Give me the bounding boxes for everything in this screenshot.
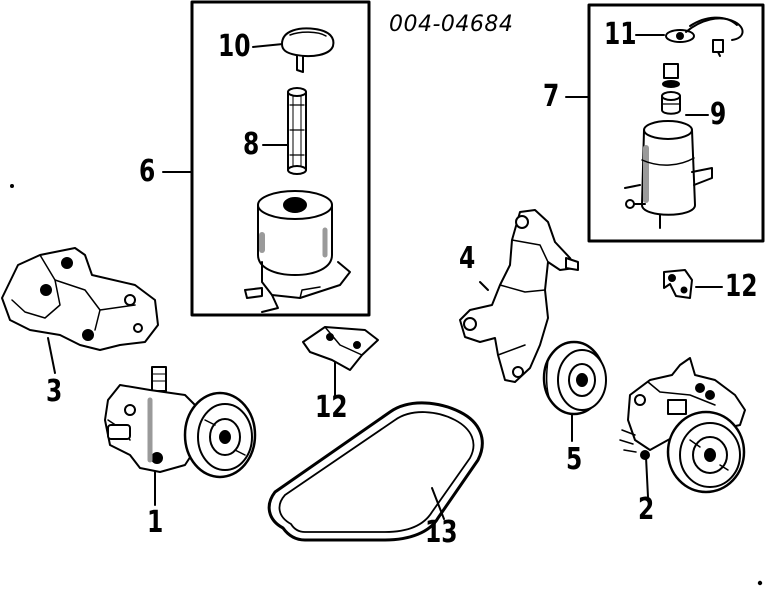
drive-belt xyxy=(267,401,484,542)
reservoir-strainer xyxy=(287,87,307,175)
callout-3: 3 xyxy=(46,374,63,409)
control-valve-body xyxy=(624,120,713,229)
leader-lines xyxy=(47,34,723,520)
callout-5: 5 xyxy=(566,442,583,477)
idler-pulley xyxy=(542,340,607,416)
pump-mounting-bracket xyxy=(1,247,159,351)
adjusting-bracket xyxy=(459,209,579,383)
fluid-reservoir-tank xyxy=(244,190,351,313)
callout-6: 6 xyxy=(139,154,156,189)
sensor-with-harness xyxy=(665,16,744,57)
reservoir-group-box xyxy=(190,0,371,317)
callout-12-right: 12 xyxy=(725,269,758,304)
callout-8: 8 xyxy=(243,127,260,162)
power-steering-pump xyxy=(104,366,257,479)
callout-7: 7 xyxy=(543,79,560,114)
small-bracket-mid xyxy=(302,326,379,371)
valve-spool xyxy=(661,63,681,115)
reservoir-cap xyxy=(281,27,335,73)
callout-4: 4 xyxy=(459,241,476,276)
small-bracket-right xyxy=(663,269,693,299)
callout-1: 1 xyxy=(147,505,164,540)
callout-11: 11 xyxy=(604,17,637,52)
control-valve-group-box xyxy=(587,3,765,243)
diagram-part-number: 004-04684 xyxy=(389,12,514,37)
speck-dot xyxy=(10,184,14,188)
callout-2: 2 xyxy=(638,492,655,527)
callout-10: 10 xyxy=(218,29,251,64)
pump-assembly xyxy=(619,357,746,494)
callout-12-mid: 12 xyxy=(315,390,348,425)
callout-9: 9 xyxy=(710,97,727,132)
callout-13: 13 xyxy=(425,515,458,550)
speck-dot xyxy=(757,580,763,586)
